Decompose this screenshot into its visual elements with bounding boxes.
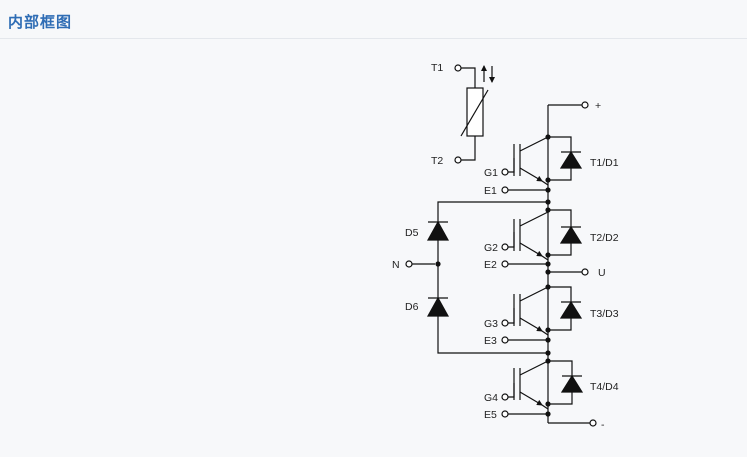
igbt-t2 (501, 209, 583, 268)
label-minus: - (601, 419, 605, 431)
label-t2: T2 (431, 155, 443, 167)
igbt-t1 (501, 136, 583, 194)
junction-dots (435, 134, 551, 417)
label-t4-d4: T4/D4 (590, 381, 619, 393)
label-e1: E1 (484, 185, 497, 197)
label-t1-d1: T1/D1 (590, 157, 619, 169)
thermistor (454, 64, 495, 164)
label-t1: T1 (431, 62, 443, 74)
label-d6: D6 (405, 301, 419, 313)
label-e2: E2 (484, 259, 497, 271)
label-g2: G2 (484, 242, 498, 254)
label-t3-d3: T3/D3 (590, 308, 619, 320)
page-title: 内部框图 (8, 13, 73, 31)
label-d5: D5 (405, 227, 419, 239)
label-e5: E5 (484, 409, 497, 421)
header-divider (0, 38, 747, 39)
igbt-t4 (501, 360, 584, 418)
label-e3: E3 (484, 335, 497, 347)
igbt-t3 (501, 286, 583, 344)
clamp-diodes (405, 201, 548, 354)
label-t2-d2: T2/D2 (590, 232, 619, 244)
label-plus: + (595, 100, 601, 112)
label-u: U (598, 267, 606, 279)
label-n: N (392, 259, 400, 271)
label-g3: G3 (484, 318, 498, 330)
label-g1: G1 (484, 167, 498, 179)
label-g4: G4 (484, 392, 498, 404)
